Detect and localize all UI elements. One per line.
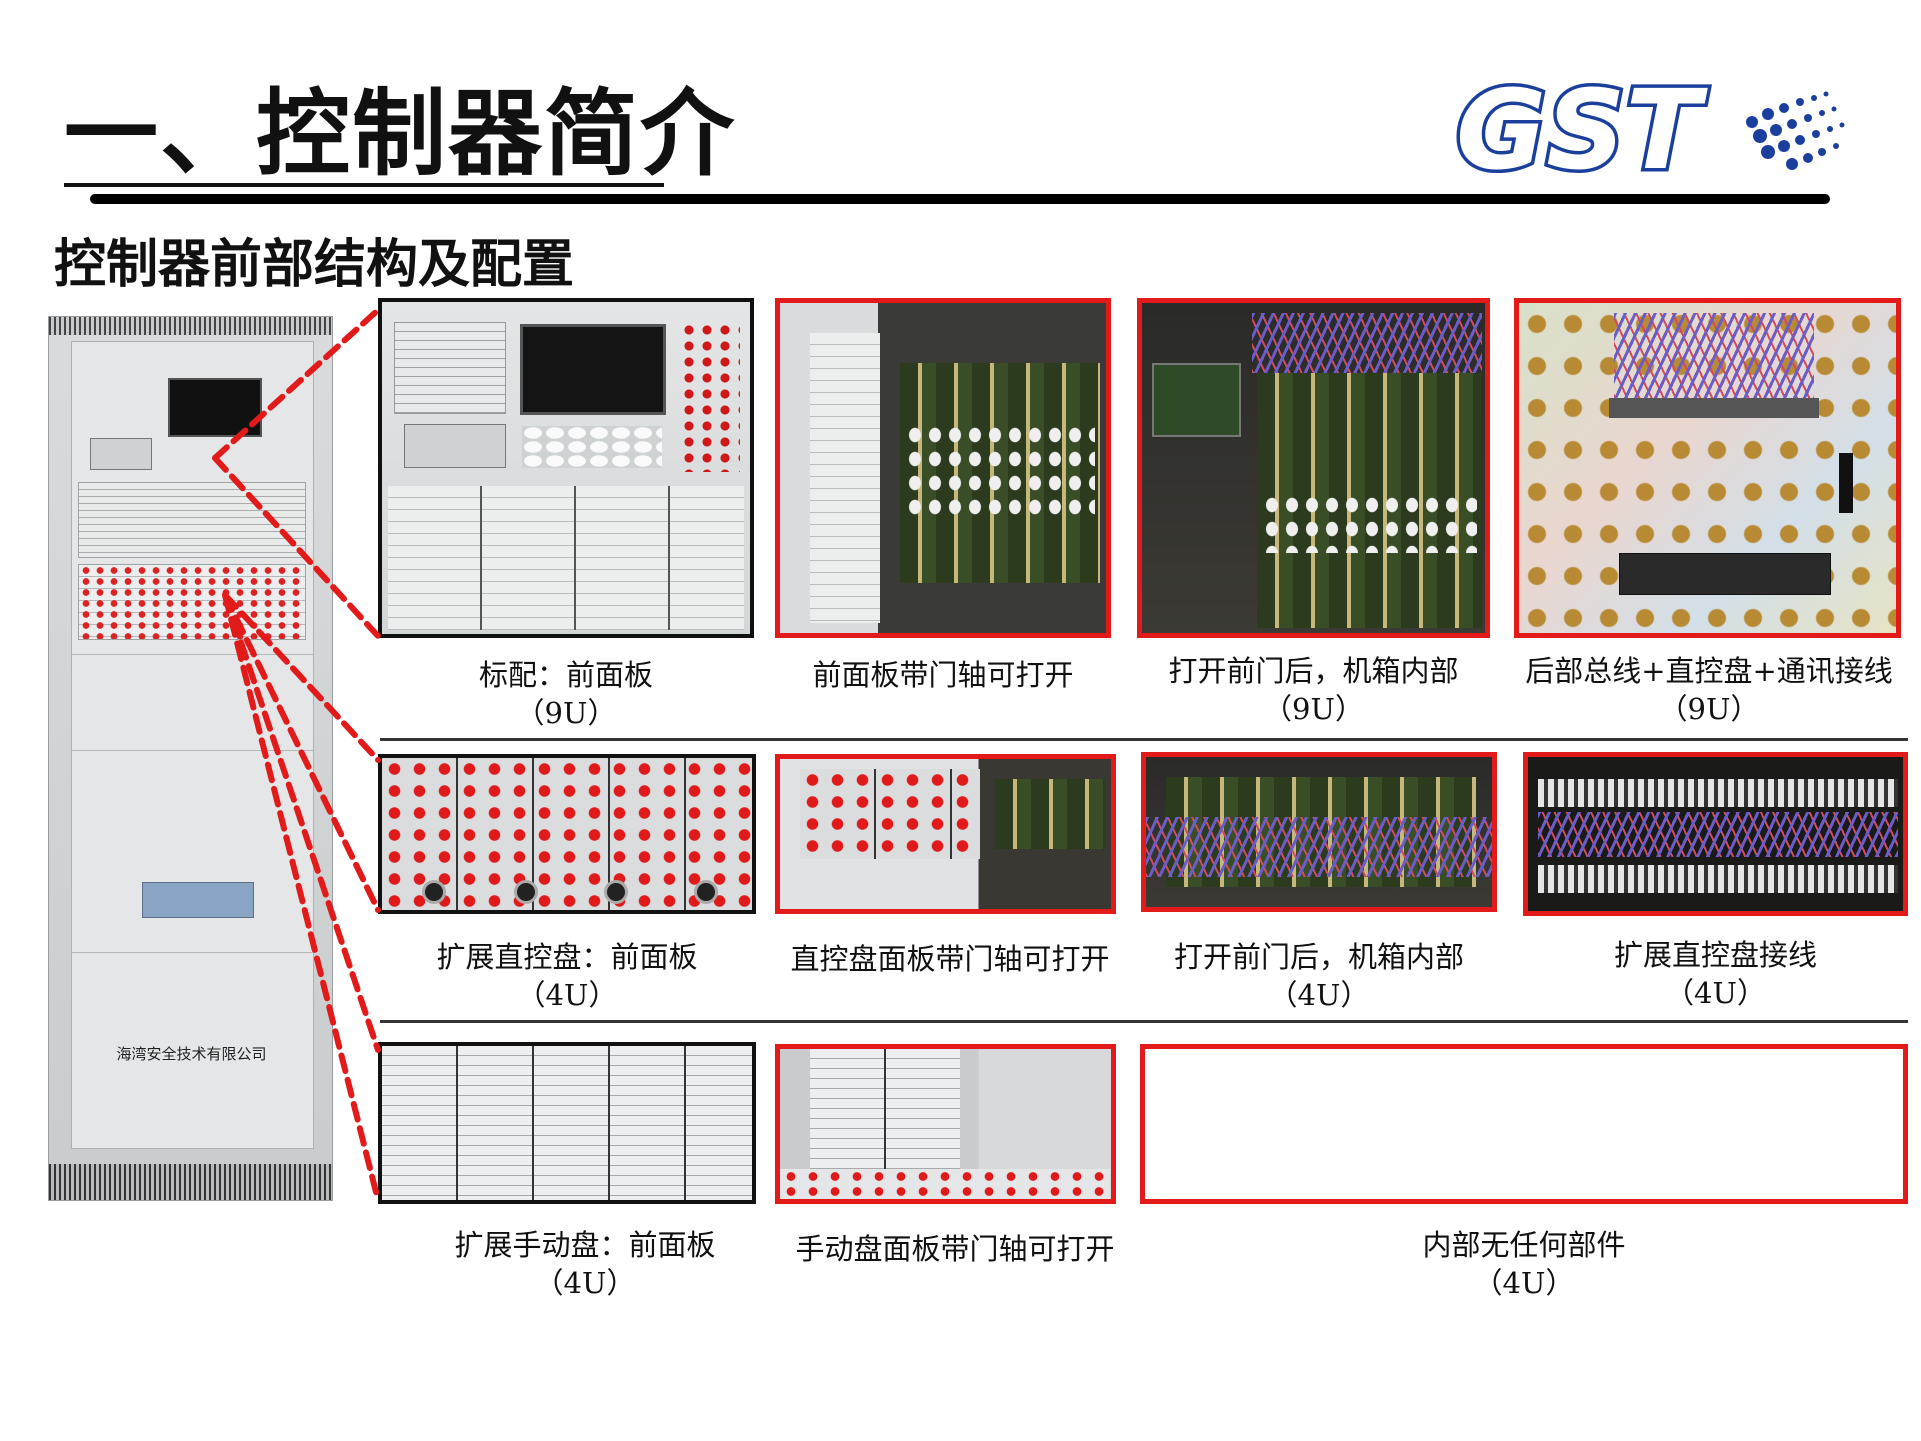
front-panel-label-modules [388,486,744,630]
gst-logo: GST [1450,70,1850,190]
caption-direct-control-door: 直控盘面板带门轴可打开 [770,940,1130,978]
rear-bus-wiring-photo [1514,298,1901,638]
key-switch-icon [514,880,538,904]
controller-cabinet: 海湾安全技术有限公司 [48,316,333,1201]
caption-empty-interior: 内部无任何部件 （4U） [1140,1226,1908,1302]
cabinet-blank-panel [72,750,313,847]
cabinet-lcd-screen [168,378,262,437]
caption-manual-panel-front: 扩展手动盘：前面板 （4U） [425,1226,745,1302]
page-title: 一、控制器简介 [64,88,736,182]
cabinet-company-label: 海湾安全技术有限公司 [49,1043,334,1064]
manual-panel-door-open-photo [775,1044,1116,1204]
key-switch-icon [422,880,446,904]
caption-direct-control-front: 扩展直控盘：前面板 （4U） [378,938,756,1014]
standard-front-panel-photo [378,298,754,638]
caption-cabinet-interior-9u: 打开前门后，机箱内部 （9U） [1137,652,1490,728]
empty-interior-placeholder [1140,1044,1908,1204]
direct-control-interior-photo-4u [1141,752,1497,912]
cabinet-direct-control-module [78,564,306,640]
cabinet-printer [90,438,152,470]
section-subtitle: 控制器前部结构及配置 [54,222,574,297]
manual-panel-front-photo [378,1042,756,1204]
cabinet-power-display [142,882,254,918]
direct-control-wiring-photo [1523,752,1908,916]
row-separator [380,1020,1908,1023]
direct-control-door-open-photo [775,754,1116,914]
front-panel-printer [404,424,506,468]
cabinet-label-strip [78,482,306,558]
cabinet-blank-panel [72,952,313,1049]
row-separator [380,738,1908,741]
cabinet-bottom-vent [49,1164,332,1200]
front-panel-door-open-photo [775,298,1111,638]
caption-rear-bus-wiring: 后部总线+直控盘+通讯接线 （9U） [1504,652,1914,728]
key-switch-icon [694,880,718,904]
logo-wordmark: GST [1456,70,1709,190]
caption-direct-control-interior: 打开前门后，机箱内部 （4U） [1141,938,1497,1014]
cabinet-top-vent [49,317,332,335]
cabinet-front-frame [71,341,314,1149]
cabinet-interior-photo-9u [1137,298,1490,638]
front-panel-keypad [522,426,662,468]
caption-front-panel-door: 前面板带门轴可打开 [775,656,1111,694]
front-panel-lcd [520,324,666,415]
title-underline [64,183,664,187]
caption-manual-panel-door: 手动盘面板带门轴可打开 [770,1230,1140,1268]
logo-dots-icon [1746,92,1845,171]
header-divider [90,194,1830,204]
caption-direct-control-wiring: 扩展直控盘接线 （4U） [1523,936,1908,1012]
direct-control-front-panel-photo [378,754,756,914]
cabinet-blank-panel [72,654,313,751]
key-switch-icon [604,880,628,904]
caption-standard-front-panel: 标配：前面板 （9U） [378,656,754,732]
